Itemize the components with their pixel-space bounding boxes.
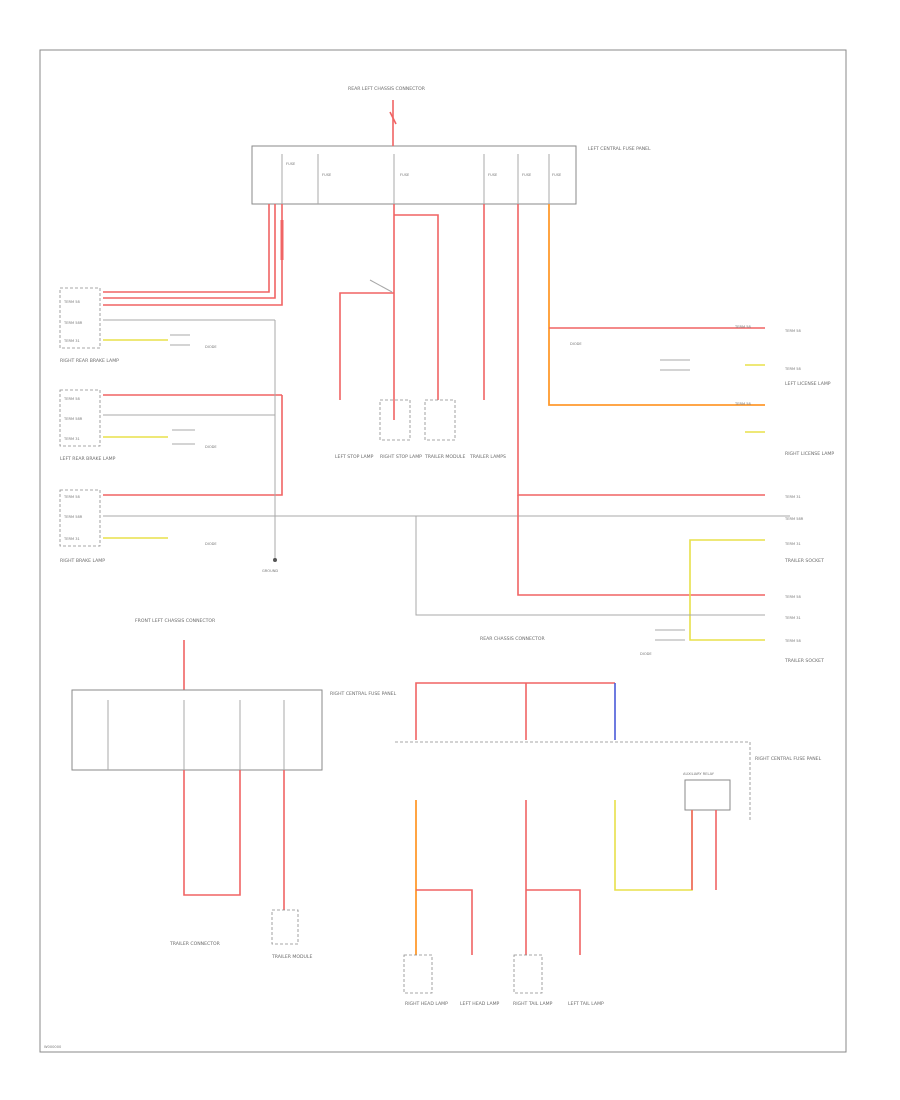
wire-bottom-left — [183, 770, 241, 896]
wire-code: TERM 58 — [734, 325, 751, 329]
left-lamp-3-box — [59, 489, 101, 547]
diode-label: DIODE — [205, 445, 217, 449]
wire-code: TERM 58R — [784, 517, 804, 521]
wire-orange — [548, 204, 765, 406]
wire-code: TERM 58 — [784, 639, 801, 643]
left-lamp-3-label: RIGHT BRAKE LAMP — [60, 558, 105, 564]
wire-code: TERM 31 — [63, 437, 80, 441]
bottom-component-label: LEFT HEAD LAMP — [460, 1001, 500, 1007]
right-component-label: LEFT LICENSE LAMP — [785, 381, 831, 387]
wire-code: TERM 58 — [784, 595, 801, 599]
wire-code: TERM 31 — [784, 495, 801, 499]
page-code: W000000 — [44, 1045, 62, 1049]
center-lamp-box — [379, 399, 411, 441]
left-lamp-1-box — [59, 287, 101, 349]
right-wire-codes: TERM 58 TERM 58 TERM 58 TERM 58 TERM 58R… — [734, 325, 804, 643]
center-component-label: TRAILER MODULE — [424, 454, 465, 460]
bottom-center-connector-label: REAR CHASSIS CONNECTOR — [480, 636, 545, 642]
wire-code: TERM 58R — [63, 515, 83, 519]
diagram-frame — [39, 49, 847, 1053]
bottom-left-fuse-panel — [71, 689, 323, 771]
bottom-left-connector-label: FRONT LEFT CHASSIS CONNECTOR — [135, 618, 216, 624]
ground-label: GROUND — [262, 569, 278, 573]
wire-code: TERM 31 — [63, 339, 80, 343]
bottom-component-label: TRAILER MODULE — [271, 954, 312, 960]
center-component-label: TRAILER LAMPS — [469, 454, 506, 460]
bottom-component-label: TRAILER CONNECTOR — [169, 941, 221, 947]
bottom-right-panel-label: RIGHT CENTRAL FUSE PANEL — [755, 756, 822, 762]
diode-label: DIODE — [205, 542, 217, 546]
wire-code: TERM 58 — [734, 402, 751, 406]
center-component-label: RIGHT STOP LAMP — [380, 454, 422, 460]
right-component-label: TRAILER SOCKET — [784, 658, 824, 664]
fuse-label: FUSE — [522, 173, 532, 177]
wire-left-2 — [103, 204, 276, 299]
right-component-label: TRAILER SOCKET — [784, 558, 824, 564]
top-connector-label: REAR LEFT CHASSIS CONNECTOR — [348, 86, 426, 92]
wire-code: TERM 31 — [63, 537, 80, 541]
diode-label: DIODE — [570, 342, 582, 346]
diode-label: DIODE — [205, 345, 217, 349]
fuse-drops — [281, 154, 550, 204]
wire-code: TERM 58 — [63, 495, 80, 499]
top-fuse-panel-label: LEFT CENTRAL FUSE PANEL — [588, 146, 651, 152]
bottom-component-label: RIGHT TAIL LAMP — [513, 1001, 553, 1007]
fuse-label: FUSE — [488, 173, 498, 177]
fuse-label: FUSE — [400, 173, 410, 177]
wire-code: TERM 58R — [63, 321, 83, 325]
wire-code: TERM 58 — [63, 300, 80, 304]
fuse-label: FUSE — [552, 173, 562, 177]
top-fuse-panel — [251, 145, 577, 205]
wire-code: TERM 31 — [784, 542, 801, 546]
relay-label: AUXILIARY RELAY — [683, 772, 715, 776]
auxiliary-relay — [684, 779, 731, 811]
wire-code: TERM 58 — [63, 397, 80, 401]
left-lamp-2-label: LEFT REAR BRAKE LAMP — [60, 456, 116, 462]
diode-label: DIODE — [640, 652, 652, 656]
left-lamp-1-label: RIGHT REAR BRAKE LAMP — [60, 358, 119, 364]
bottom-component-label: RIGHT HEAD LAMP — [405, 1001, 448, 1007]
fuse-label: FUSE — [286, 162, 296, 166]
top-fuses: FUSE FUSE FUSE FUSE FUSE FUSE — [286, 162, 562, 177]
wire-right-red — [517, 204, 765, 496]
wire-code: TERM 58R — [63, 417, 83, 421]
wire-code: TERM 58 — [784, 329, 801, 333]
right-component-label: RIGHT LICENSE LAMP — [785, 451, 834, 457]
left-lamp-2-box — [59, 389, 101, 447]
wire-code: TERM 58 — [784, 367, 801, 371]
wire-left-1 — [103, 204, 283, 306]
bottom-component-label: LEFT TAIL LAMP — [568, 1001, 604, 1007]
center-component-label: LEFT STOP LAMP — [335, 454, 374, 460]
bottom-left-panel-label: RIGHT CENTRAL FUSE PANEL — [330, 691, 397, 697]
wire-code: TERM 31 — [784, 616, 801, 620]
fuse-label: FUSE — [322, 173, 332, 177]
